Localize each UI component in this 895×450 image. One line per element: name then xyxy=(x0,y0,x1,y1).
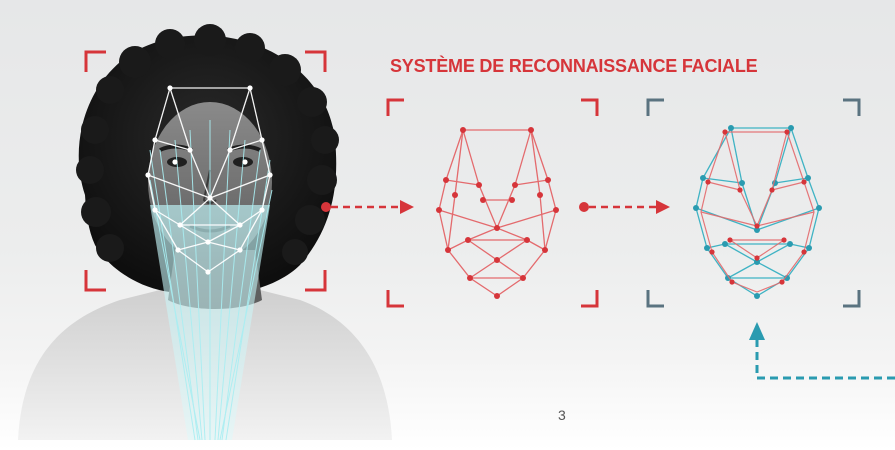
arrow-capture-to-mesh xyxy=(321,200,414,214)
capture-frame xyxy=(84,50,327,292)
slide-title: SYSTÈME DE RECONNAISSANCE FACIALE xyxy=(390,56,758,76)
face-mesh-points xyxy=(145,85,273,275)
scan-beam xyxy=(149,120,273,441)
comparison-mesh-teal xyxy=(693,125,822,299)
mesh-frame-slate xyxy=(646,98,861,308)
mesh-frame-red xyxy=(386,98,599,308)
face-mesh-overlay xyxy=(147,87,271,273)
page-number: 3 xyxy=(558,407,566,423)
comparison-mesh-red xyxy=(700,129,815,293)
arrow-database-to-comparison xyxy=(749,322,895,380)
arrow-mesh-to-comparison xyxy=(579,200,670,214)
landmark-mesh-red xyxy=(436,127,559,299)
